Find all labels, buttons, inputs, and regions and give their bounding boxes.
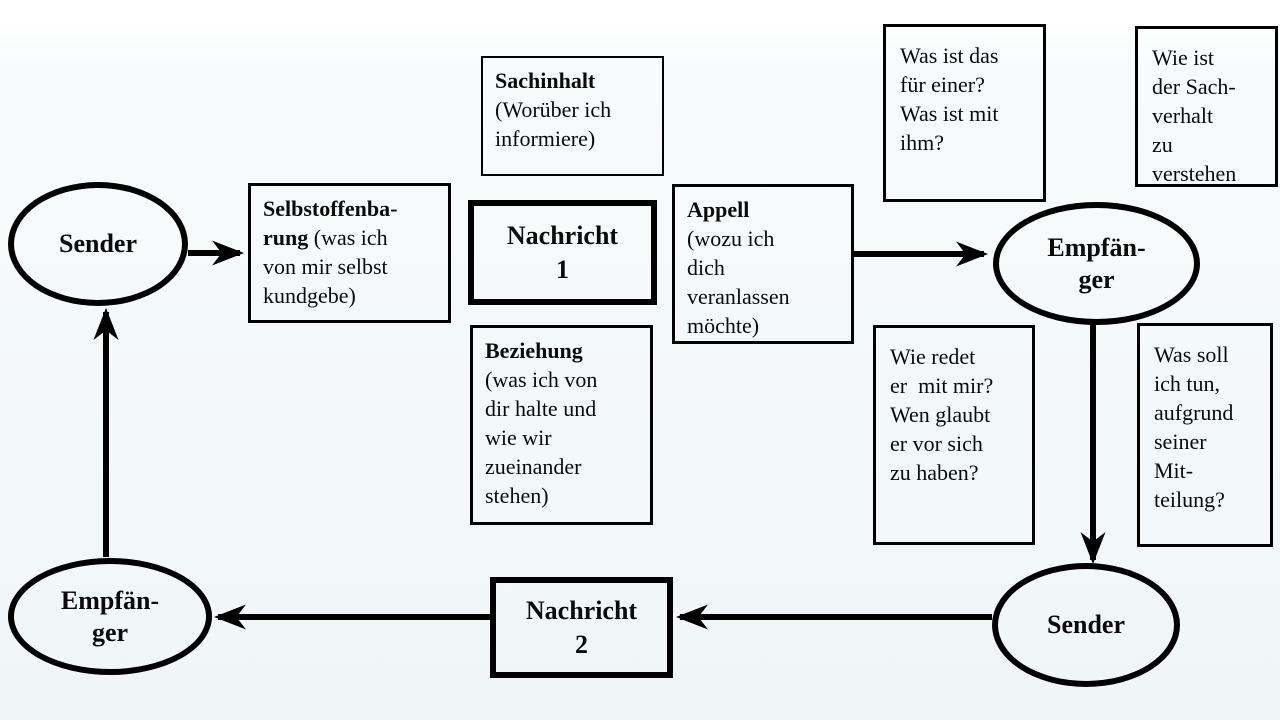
node-sender-top: Sender	[8, 182, 188, 306]
question-about-beziehung-text: Wie redet er mit mir? Wen glaubt er vor …	[890, 344, 994, 485]
question-box-about-beziehung: Wie redet er mit mir? Wen glaubt er vor …	[873, 325, 1035, 545]
aspect-sachinhalt-body: (Worüber ich informiere)	[495, 97, 612, 151]
aspect-appell-title: Appell	[687, 197, 750, 222]
aspect-box-beziehung: Beziehung (was ich von dir halte und wie…	[470, 325, 653, 525]
aspect-sachinhalt-title: Sachinhalt	[495, 68, 596, 93]
node-sender-bottom-label: Sender	[1047, 610, 1125, 640]
aspect-box-selbstoffenbarung: Selbstoffenba- rung (was ich von mir sel…	[248, 183, 451, 323]
aspect-appell-body: (wozu ich dich veranlassen möchte)	[687, 226, 790, 338]
node-empfaenger-top: Empfän- ger	[993, 202, 1200, 325]
node-nachricht-1-label: Nachricht 1	[506, 220, 619, 284]
aspect-box-appell: Appell (wozu ich dich veranlassen möchte…	[672, 184, 854, 344]
question-about-sender-text: Was ist das für einer? Was ist mit ihm?	[900, 43, 999, 155]
node-empfaenger-bottom: Empfän- ger	[8, 558, 212, 675]
node-sender-bottom: Sender	[992, 563, 1180, 687]
question-about-appell-text: Was soll ich tun, aufgrund seiner Mit- t…	[1154, 342, 1234, 512]
node-nachricht-2: Nachricht 2	[490, 577, 673, 678]
node-nachricht-1: Nachricht 1	[468, 200, 657, 305]
question-box-about-sachverhalt: Wie ist der Sach- verhalt zu verstehen	[1135, 26, 1278, 187]
node-empfaenger-bottom-label: Empfän- ger	[60, 585, 160, 647]
aspect-selbstoffenbarung-body: (was ich von mir selbst kundgebe)	[263, 225, 388, 308]
node-nachricht-2-label: Nachricht 2	[525, 595, 638, 659]
question-box-about-appell: Was soll ich tun, aufgrund seiner Mit- t…	[1137, 323, 1273, 547]
aspect-beziehung-title: Beziehung	[485, 338, 583, 363]
question-box-about-sender: Was ist das für einer? Was ist mit ihm?	[883, 24, 1046, 202]
node-empfaenger-top-label: Empfän- ger	[1047, 232, 1146, 294]
node-sender-top-label: Sender	[59, 229, 137, 259]
question-about-sachverhalt-text: Wie ist der Sach- verhalt zu verstehen	[1152, 45, 1237, 186]
aspect-box-sachinhalt: Sachinhalt (Worüber ich informiere)	[481, 56, 664, 176]
aspect-beziehung-body: (was ich von dir halte und wie wir zuein…	[485, 367, 598, 508]
aspect-selbstoffenbarung-title: Selbstoffenba- rung	[263, 196, 398, 250]
